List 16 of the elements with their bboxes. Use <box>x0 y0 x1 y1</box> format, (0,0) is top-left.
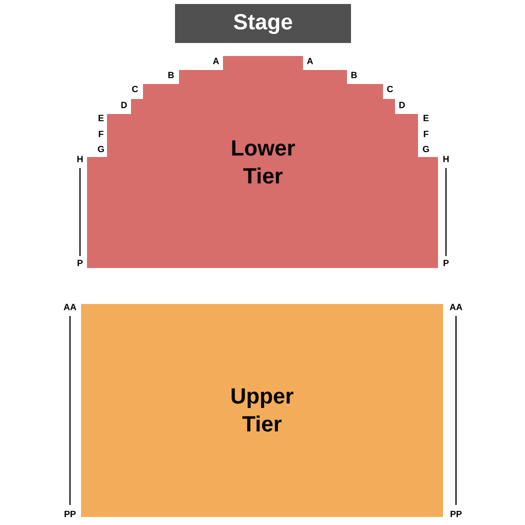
row-label: E <box>98 114 104 122</box>
row-label: B <box>351 72 357 78</box>
row-label: D <box>399 102 405 108</box>
seating-section: Upper Tier <box>81 304 443 517</box>
row-label: F <box>424 130 428 138</box>
row-label: G <box>98 146 104 152</box>
row-label: A <box>307 58 313 64</box>
row-label: B <box>168 72 174 78</box>
row-label: G <box>422 146 429 152</box>
row-label: F <box>98 130 104 138</box>
row-label: C <box>387 86 393 92</box>
row-label: C <box>132 86 138 92</box>
stage-box: Stage <box>175 4 351 43</box>
row-label: E <box>424 114 429 122</box>
row-label: A <box>212 58 219 64</box>
row-label: D <box>121 102 127 108</box>
